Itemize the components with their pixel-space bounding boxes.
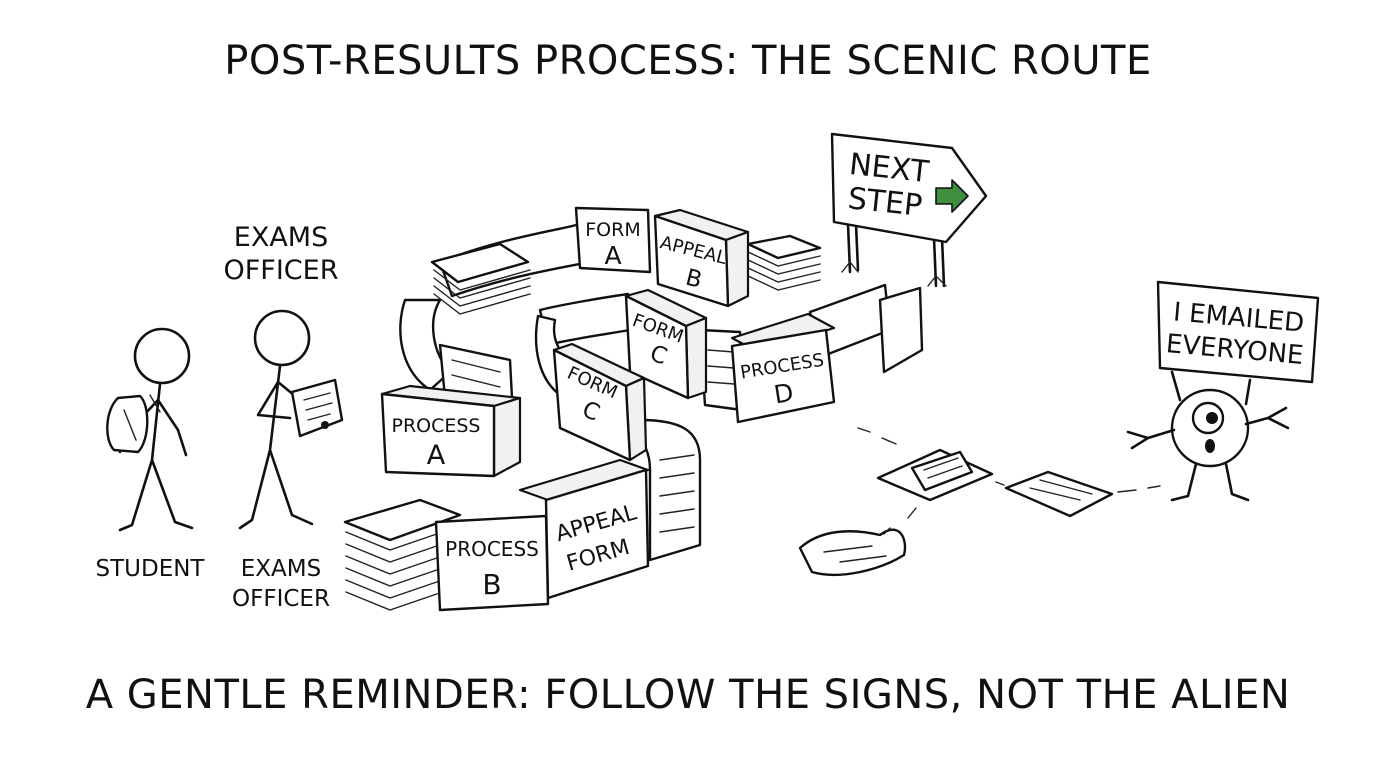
form-c-upper-box: FORM C [624,288,708,400]
appeal-b-label-line2: B [683,265,705,294]
process-a-box: PROCESS A [380,384,522,478]
process-d-box: PROCESS D [730,312,836,424]
comic-caption: A GENTLE REMINDER: FOLLOW THE SIGNS, NOT… [85,672,1291,718]
paper-stack-bottom-left [343,498,462,611]
exams-officer-figure [238,309,344,530]
clipboard-icon [290,378,344,438]
exams-officer-top-label-line1: EXAMS [234,222,328,253]
next-step-sign-line1: NEXT [848,147,932,190]
arrow-right-icon [935,179,969,213]
alien-sign-board [1156,280,1320,384]
paper-stack-top-left [430,242,531,315]
form-a-label-line1: FORM [585,219,640,241]
process-d-label-line2: D [772,378,796,410]
exams-officer-bottom-label-line2: OFFICER [232,586,330,612]
process-b-box: PROCESS B [434,514,550,612]
appeal-b-box: APPEAL B [653,208,750,308]
form-a-box: FORM A [574,206,652,274]
form-a-label-line2: A [604,241,621,270]
process-a-label-line1: PROCESS [391,415,480,437]
process-a-label-line2: A [427,440,446,471]
next-step-signpost: NEXT STEP [830,132,988,288]
student-label: STUDENT [96,556,206,582]
paper-stack-top-right [746,234,822,291]
exams-officer-bottom-label-line1: EXAMS [241,556,321,582]
scattered-papers [798,427,1161,576]
process-b-label-line2: B [482,568,501,601]
form-c-lower-box: FORM C [552,342,648,462]
alien-character: I EMAILED EVERYONE [1126,280,1320,502]
process-b-label-line1: PROCESS [445,537,539,561]
student-figure [106,327,194,532]
comic-title: POST-RESULTS PROCESS: THE SCENIC ROUTE [224,38,1152,84]
exams-officer-top-label-line2: OFFICER [224,255,339,286]
next-step-sign-line2: STEP [846,181,924,224]
